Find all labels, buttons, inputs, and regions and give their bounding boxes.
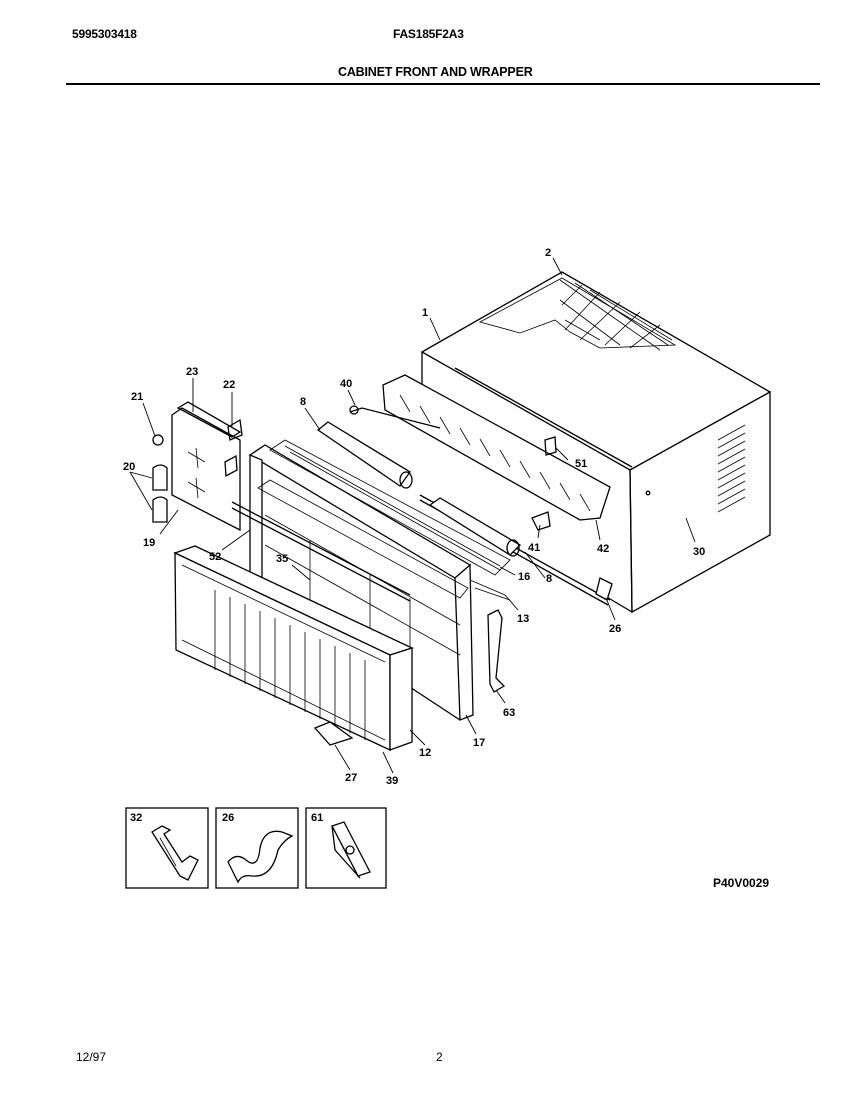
callout-30: 30: [693, 546, 705, 558]
callout-63: 63: [503, 707, 515, 719]
callout-42: 42: [597, 543, 609, 555]
callout-13: 13: [517, 613, 529, 625]
model-number: FAS185F2A3: [393, 27, 464, 41]
inset-part-26: 26: [215, 807, 299, 889]
callout-35: 35: [276, 553, 288, 565]
callout-17: 17: [473, 737, 485, 749]
inset-label-32: 32: [130, 812, 142, 824]
leader-lines: [129, 257, 696, 774]
bracket-part: [487, 609, 506, 693]
cabinet-wrapper: [420, 271, 772, 614]
callout-40: 40: [340, 378, 352, 390]
inset-part-32: 32: [125, 807, 209, 889]
callout-27: 27: [345, 772, 357, 784]
callout-19: 19: [143, 537, 155, 549]
callout-1: 1: [422, 307, 428, 319]
callout-26: 26: [609, 623, 621, 635]
louver-blade: [316, 405, 441, 489]
upper-louver-assembly: [382, 374, 611, 521]
front-frame: [248, 444, 474, 721]
drawing-id: P40V0029: [713, 876, 770, 890]
control-side-parts: [152, 401, 411, 602]
callout-8-bottom: 8: [546, 573, 552, 585]
section-title: CABINET FRONT AND WRAPPER: [338, 65, 533, 79]
callout-20: 20: [123, 461, 135, 473]
callout-labels: 1 2 8 40 23 22 21 20 19 52 35 16 8 13 51…: [123, 247, 705, 787]
callout-2: 2: [545, 247, 551, 259]
header-rule: [66, 83, 820, 85]
callout-22: 22: [223, 379, 235, 391]
callout-52: 52: [209, 551, 221, 563]
callout-16: 16: [518, 571, 530, 583]
callout-21: 21: [131, 391, 143, 403]
inset-part-61: 61: [305, 807, 387, 889]
callout-41: 41: [528, 542, 540, 554]
document-number: 5995303418: [72, 27, 137, 41]
callout-51: 51: [575, 458, 587, 470]
inset-label-61: 61: [311, 812, 323, 824]
front-grille-panel: [173, 545, 414, 752]
footer-date: 12/97: [76, 1050, 107, 1064]
inset-label-26: 26: [222, 812, 234, 824]
page-number: 2: [436, 1050, 443, 1064]
callout-39: 39: [386, 775, 398, 787]
callout-8-top: 8: [300, 396, 306, 408]
callout-23: 23: [186, 366, 198, 378]
callout-12: 12: [419, 747, 431, 759]
filter-mesh: [269, 439, 522, 601]
